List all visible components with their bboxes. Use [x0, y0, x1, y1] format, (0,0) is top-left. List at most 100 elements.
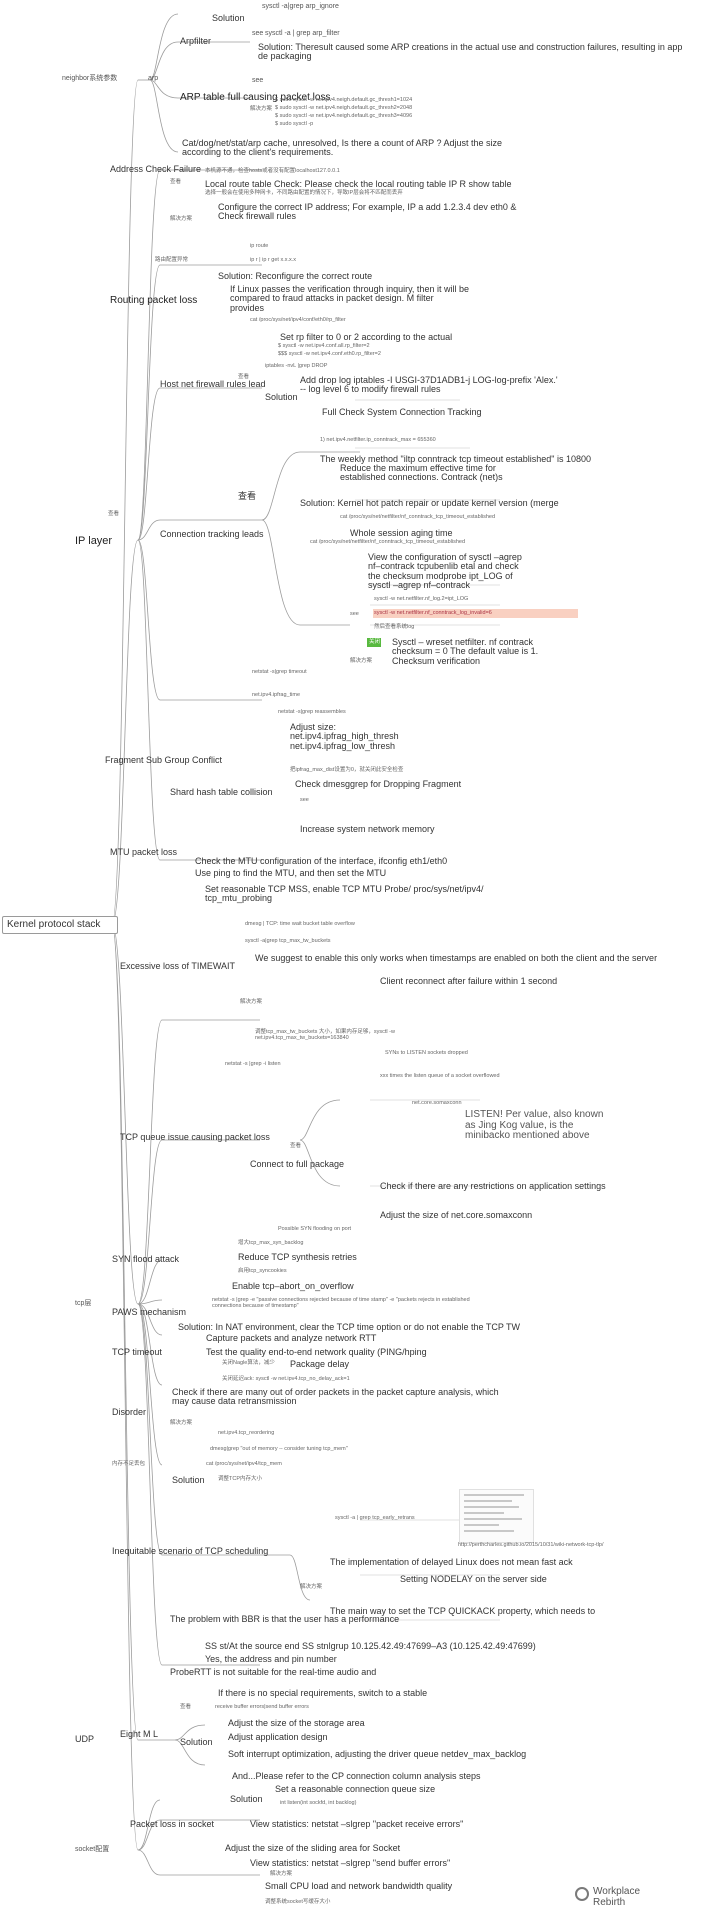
ip-ct-syslog: sysctl -w net.netfilter.nf_log.2=ipt_LOG — [374, 596, 469, 602]
ip-frag-memory: Increase system network memory — [300, 824, 435, 834]
tcp-syn-cookies: 启用tcp_syncookies — [238, 1268, 287, 1274]
ip-address-title[interactable]: Address Check Failure — [110, 164, 202, 174]
branch-socket[interactable]: socket配置 — [75, 1846, 110, 1853]
tcp-bbr-switch: If there is no special requirements, swi… — [218, 1688, 428, 1698]
socket-recv-title[interactable]: Packet loss in socket — [130, 1819, 215, 1829]
arp-gc1: $ sudo sysctl -w net.ipv4.neigh.default.… — [275, 97, 413, 103]
tcp-early-cmd: sysctl -a | grep tcp_early_retrans — [335, 1515, 415, 1521]
ip-fw-title[interactable]: Host net firewall rules lead — [160, 379, 266, 389]
ip-ct-weekly: The weekly method "iltp conntrack tcp ti… — [320, 454, 592, 464]
ip-ct-tag: 关闭 — [369, 639, 381, 645]
tcp-mem-adjust: 调整TCP内存大小 — [218, 1476, 263, 1482]
tcp-to-title[interactable]: TCP timeout — [112, 1347, 162, 1357]
ip-ct-proc: cat /proc/sys/net/netfilter/nf_conntrack… — [310, 539, 466, 545]
ip-ct-kernel: Solution: Kernel hot patch repair or upd… — [300, 498, 559, 508]
arp-see-2: see — [252, 77, 264, 84]
tcp-dis-title[interactable]: Disorder — [112, 1407, 147, 1417]
tcp-early-more: The main way to set the TCP QUICKACK pro… — [330, 1606, 596, 1616]
tcp-syn-backlog: 增大tcp_max_syn_backlog — [238, 1240, 304, 1246]
ip-ct-view: View the configuration of sysctl –agrep … — [368, 552, 522, 591]
ip-routing-title[interactable]: Routing packet loss — [110, 295, 198, 306]
tcp-dis-check: Check if there are many out of order pac… — [172, 1387, 499, 1407]
tcp-syn-title[interactable]: SYN flood attack — [112, 1254, 180, 1264]
ip-rp-cmd2: $$$ sysctl -w net.ipv4.conf.eth0.rp_filt… — [278, 351, 381, 357]
socket-adjust-window: Adjust the size of the sliding area for … — [225, 1843, 401, 1853]
ip-frag-flag: 把ipfrag_max_dist设置为0，就关闭此安全检查 — [290, 767, 404, 773]
socket-send-size: 调整系统socket写缓存大小 — [265, 1899, 331, 1905]
branch-arp[interactable]: arp — [148, 75, 159, 82]
tcp-paws-title[interactable]: PAWS mechanism — [112, 1307, 187, 1317]
ip-mtu-set: Use ping to find the MTU, and then set t… — [195, 868, 387, 878]
ip-mtu-title[interactable]: MTU packet loss — [110, 847, 178, 857]
tcp-tw-buckets: sysctl -a|grep tcp_max_tw_buckets — [245, 938, 331, 944]
ip-ct-reduce: Reduce the maximum effective time for es… — [340, 463, 503, 483]
tcp-to-test: Test the quality end-to-end network qual… — [206, 1347, 427, 1357]
tcp-bbr-yes: Yes, the address and pin number — [205, 1654, 337, 1664]
ip-route-cmd: ip route — [250, 243, 269, 249]
watermark-line2: Rebirth — [593, 1897, 626, 1908]
arp-gc3: $ sudo sysctl -w net.ipv4.neigh.default.… — [275, 113, 413, 119]
branch-ip-layer[interactable]: IP layer — [75, 535, 113, 547]
branch-tcp[interactable]: tcp层 — [75, 1300, 92, 1307]
tcp-early-thumbnail — [459, 1489, 534, 1543]
ip-frag-hash[interactable]: Shard hash table collision — [170, 787, 273, 797]
tcp-q-syn: SYNs to LISTEN sockets dropped — [385, 1050, 468, 1056]
ip-ct-disable: Sysctl – wreset netfilter. nf contrack c… — [392, 637, 539, 666]
tcp-tw-dmesg: dmesg | TCP: time wait bucket table over… — [245, 921, 355, 927]
tcp-tw-title[interactable]: Excessive loss of TIMEWAIT — [120, 961, 236, 971]
ip-frag-check: Check dmesggrep for Dropping Fragment — [295, 779, 462, 789]
arp-filter-cmd: sysctl -a | grep arp_filter — [265, 30, 340, 37]
tcp-q-title[interactable]: TCP queue issue causing packet loss — [120, 1132, 270, 1142]
arp-solution-label: Solution — [212, 13, 245, 23]
tcp-early-impl: The implementation of delayed Linux does… — [330, 1557, 573, 1567]
ip-frag-adjust: Adjust size: net.ipv4.ipfrag_high_thresh… — [290, 722, 399, 751]
tcp-q-note: LISTEN! Per value, also known as Jing Ko… — [465, 1109, 604, 1141]
udp-check-label: 查看 — [180, 1704, 192, 1710]
tcp-to-delay: Package delay — [290, 1359, 350, 1369]
tcp-dis-fix: 解决方案 — [170, 1420, 193, 1426]
root-node[interactable]: Kernel protocol stack — [2, 916, 118, 934]
tcp-paws-solution: Solution: In NAT environment, clear the … — [178, 1322, 521, 1332]
tcp-mem-dmesg: dmesg|grep "out of memory -- consider tu… — [210, 1446, 348, 1452]
tcp-q-full: Connect to full package — [250, 1159, 345, 1169]
watermark-line1: Workplace — [593, 1886, 641, 1897]
branch-udp[interactable]: UDP — [75, 1734, 95, 1744]
arp-filter-node[interactable]: Arpfilter — [180, 36, 212, 46]
tcp-to-capture: Capture packets and analyze network RTT — [206, 1333, 377, 1343]
tcp-mem-solution: Solution — [172, 1475, 205, 1485]
udp-adjust: Adjust the size of the storage area — [228, 1718, 365, 1728]
ip-frag-timeout: netstat -s|grep timeout — [252, 669, 307, 675]
ip-mtu-check: Check the MTU configuration of the inter… — [195, 856, 448, 866]
ip-ct-journal: 然后查看系统log — [374, 624, 415, 630]
arp-filter-solution: Solution: Theresult caused some ARP crea… — [258, 42, 683, 62]
arp-gc2: $ sudo sysctl -w net.ipv4.neigh.default.… — [275, 105, 413, 111]
arp-gc4: $ sudo sysctl -p — [275, 121, 314, 127]
ip-ct-highlight — [373, 609, 578, 618]
tcp-tw-fix: 解决方案 — [240, 999, 263, 1005]
socket-fix-note: 解决方案 — [270, 1871, 293, 1877]
tcp-q-check: Check if there are any restrictions on a… — [380, 1181, 606, 1191]
ip-address-see: 查看 — [170, 179, 182, 185]
tcp-mem-title[interactable]: 内存不足丢包 — [112, 1461, 146, 1467]
ip-rp-cmd1: $ sysctl -w net.ipv4.conf.all.rp_filter=… — [278, 343, 370, 349]
ip-rp-cat: cat /proc/sys/net/ipv4/conf/eth0/rp_filt… — [250, 317, 346, 323]
ip-ct-title[interactable]: Connection tracking leads — [160, 529, 264, 539]
socket-int-listen: int listen(int sockfd, int backlog) — [280, 1800, 357, 1806]
ip-frag-title[interactable]: Fragment Sub Group Conflict — [105, 755, 223, 765]
udp-title[interactable]: Eight M L — [120, 1729, 159, 1739]
tcp-q-somax: net.core.somaxconn — [412, 1100, 462, 1106]
ip-ct-check: 查看 — [238, 491, 257, 501]
udp-design: Adjust application design — [228, 1732, 328, 1742]
tcp-bbr-title[interactable]: The problem with BBR is that the user ha… — [170, 1614, 400, 1624]
tcp-paws-cmd: netstat -s |grep -e "passive connections… — [212, 1297, 470, 1309]
tcp-mem-cat: cat /proc/sys/net/ipv4/tcp_mem — [206, 1461, 282, 1467]
ip-ct-proc-label: cat /proc/sys/net/netfilter/nf_conntrack… — [340, 514, 496, 520]
branch-neighbor[interactable]: neighbor系统参数 — [62, 75, 118, 82]
ip-ct-log2: sysctl -w net.netfilter.nf_conntrack_log… — [374, 610, 492, 616]
ip-address-note: 本机源不通，检查hosts或者没有配置localhost127.0.0.1 — [205, 168, 340, 174]
arp-table-full[interactable]: ARP table full causing packet loss — [180, 92, 331, 103]
tcp-early-title[interactable]: Inequitable scenario of TCP scheduling — [112, 1546, 269, 1556]
tcp-tw-max: 调整tcp_max_tw_buckets 大小，如果内存足够，sysctl -w… — [255, 1029, 395, 1041]
socket-bandwidth: Small CPU load and network bandwidth qua… — [265, 1881, 453, 1891]
